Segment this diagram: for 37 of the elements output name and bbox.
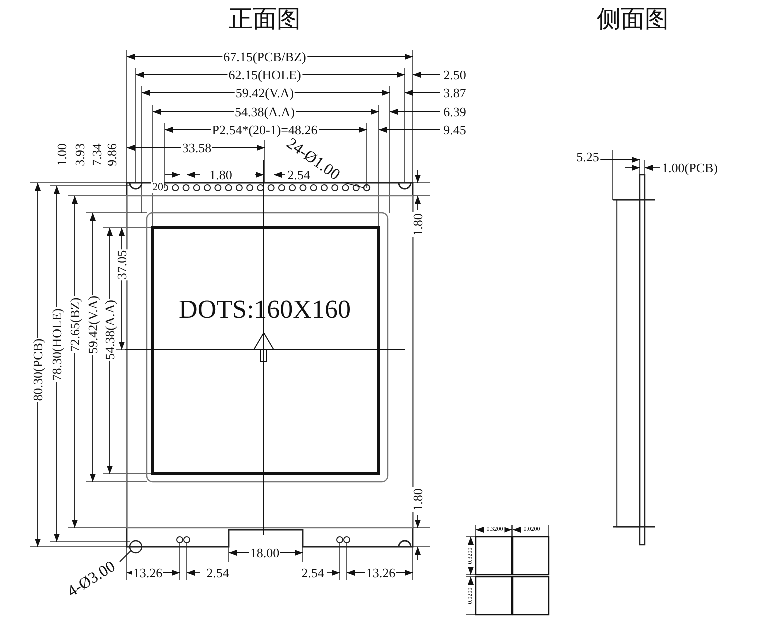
dimension-label: 2.54 (300, 566, 326, 580)
view-title: 正面图 (228, 8, 302, 32)
dimension-label: 33.58 (181, 142, 213, 154)
dimension-label: 9.45 (442, 124, 468, 136)
dimension-label: 13.26 (132, 566, 164, 580)
dimension-label: 78.30(HOLE) (50, 308, 64, 382)
dimension-label: 9.86 (106, 142, 118, 168)
dimension-label: 1.80 (412, 212, 424, 238)
dimension-label: 59.42(V.A) (86, 294, 100, 356)
pin-number: 20 (152, 182, 164, 194)
leader-line (344, 182, 364, 188)
dimension-label: 18.00 (249, 546, 281, 560)
dimension-label: 54.38(A.A) (104, 299, 116, 361)
mounting-hole (129, 540, 143, 554)
dimension-label: 1.80 (208, 168, 234, 182)
dimension-label: 1.00(PCB) (661, 162, 719, 174)
dimension-label: 1.00 (56, 142, 68, 168)
dimension-label: 62.15(HOLE) (228, 68, 302, 82)
view-title: 侧面图 (596, 8, 670, 32)
dimension-label: 3.93 (74, 142, 86, 168)
dimension-label: 5.25 (576, 150, 600, 164)
dimension-label: 72.65(BZ) (68, 296, 82, 354)
dimension-label: 1.80 (412, 488, 424, 512)
dimension-label: 54.38(A.A) (234, 106, 296, 118)
dimension-label: 2.50 (442, 68, 468, 82)
dimension-label: 6.39 (442, 106, 468, 118)
dimension-label: 67.15(PCB/BZ) (222, 50, 308, 64)
dimension-label: 80.30(PCB) (32, 338, 44, 402)
dimension-label: 59.42(V.A) (234, 86, 296, 100)
dimension-label: P2.54*(20-1)=48.26 (211, 124, 319, 136)
dimension-label: 3.87 (442, 86, 468, 100)
dimension-label: 13.26 (365, 566, 397, 580)
pin-hole (363, 184, 371, 192)
dimension-label: 37.05 (116, 249, 128, 281)
dimension-label: 2.54 (206, 566, 230, 580)
dimension-label: 7.34 (90, 142, 104, 168)
leader-line (120, 550, 132, 562)
